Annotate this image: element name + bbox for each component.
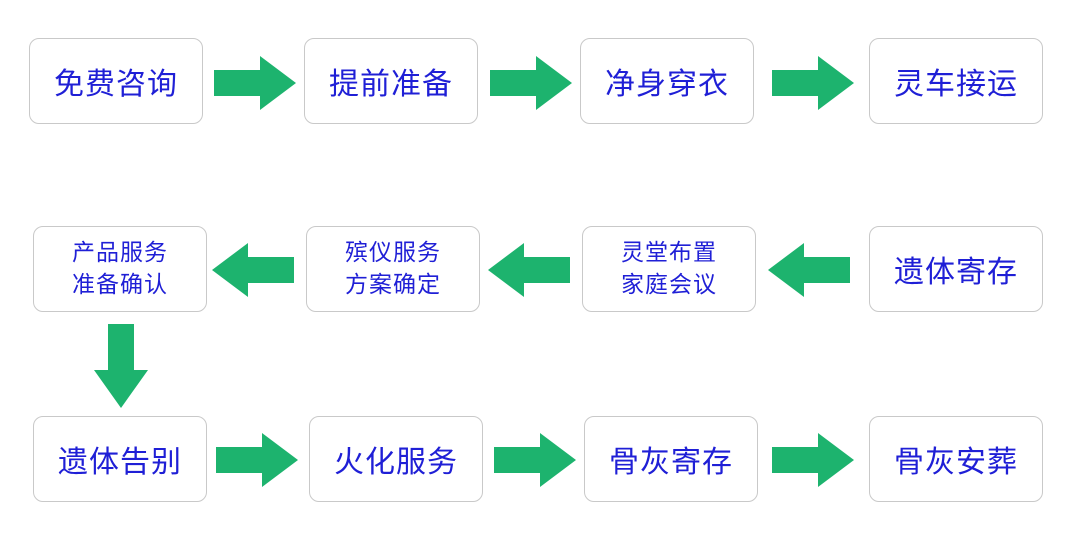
step-funeral-plan: 殡仪服务 方案确定	[306, 226, 480, 312]
step-label-line-1: 产品服务	[72, 240, 168, 266]
step-farewell: 遗体告别	[33, 416, 207, 502]
step-label: 免费咨询	[54, 67, 178, 102]
step-label: 灵车接运	[894, 67, 1018, 102]
step-label-line-2: 方案确定	[345, 272, 441, 298]
step-label: 骨灰寄存	[609, 445, 733, 480]
step-free-consult: 免费咨询	[29, 38, 203, 124]
arrow-right-5	[494, 433, 576, 487]
arrow-right-6	[772, 433, 854, 487]
arrow-right-1	[214, 56, 296, 110]
step-ashes-burial: 骨灰安葬	[869, 416, 1043, 502]
step-label-line-2: 家庭会议	[621, 272, 717, 298]
arrow-right-4	[216, 433, 298, 487]
step-cremation: 火化服务	[309, 416, 483, 502]
step-label-line-1: 殡仪服务	[345, 240, 441, 266]
arrow-left-1	[768, 243, 850, 297]
step-label: 骨灰安葬	[894, 445, 1018, 480]
arrow-right-2	[490, 56, 572, 110]
step-hearse-pickup: 灵车接运	[869, 38, 1043, 124]
step-ashes-storage: 骨灰寄存	[584, 416, 758, 502]
step-label: 提前准备	[329, 67, 453, 102]
step-label: 遗体寄存	[894, 255, 1018, 290]
step-product-confirm: 产品服务 准备确认	[33, 226, 207, 312]
arrow-left-2	[488, 243, 570, 297]
step-label-line-1: 灵堂布置	[621, 240, 717, 266]
step-label: 净身穿衣	[605, 67, 729, 102]
step-advance-prep: 提前准备	[304, 38, 478, 124]
step-hall-arrangement: 灵堂布置 家庭会议	[582, 226, 756, 312]
arrow-right-3	[772, 56, 854, 110]
step-label: 遗体告别	[58, 445, 182, 480]
step-body-dressing: 净身穿衣	[580, 38, 754, 124]
step-label-line-2: 准备确认	[72, 272, 168, 298]
arrow-down	[94, 324, 148, 408]
arrow-left-3	[212, 243, 294, 297]
step-label: 火化服务	[334, 445, 458, 480]
step-remains-storage: 遗体寄存	[869, 226, 1043, 312]
